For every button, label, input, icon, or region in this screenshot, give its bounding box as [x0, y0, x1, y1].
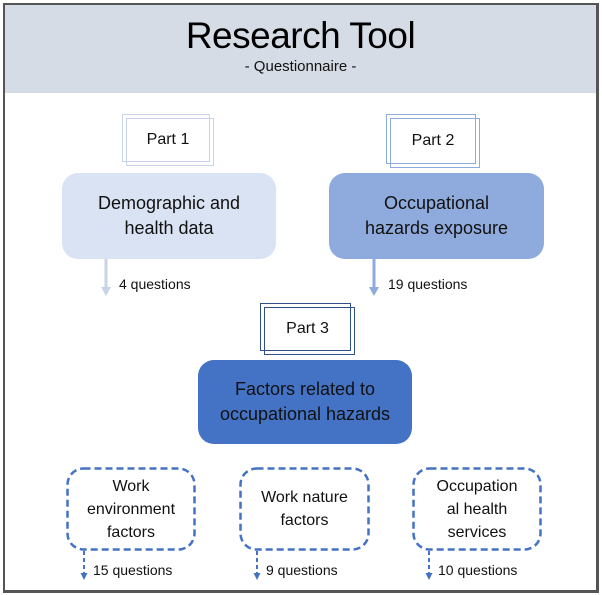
- subfactor-work-nature: Work nature factors: [239, 467, 370, 551]
- subfactor-1-question-count: 15 questions: [93, 562, 173, 578]
- part-1-question-count: 4 questions: [119, 276, 191, 292]
- subfactor-3-line: services: [447, 523, 507, 541]
- part-2-box: Occupational hazards exposure: [329, 173, 544, 259]
- part-1-box: Demographic and health data: [62, 173, 276, 259]
- part-2-title-line: Occupational: [383, 193, 490, 213]
- part-1-title-line: Demographic and: [97, 193, 241, 213]
- part-2-question-count: 19 questions: [388, 276, 468, 292]
- part-3-title-line: occupational hazards: [219, 404, 391, 424]
- header-band: Research Tool - Questionnaire -: [5, 5, 596, 93]
- part-1-label-box: Part 1: [122, 114, 214, 166]
- part-3-box: Factors related to occupational hazards: [198, 360, 412, 444]
- subfactor-work-environment: Work environment factors: [66, 467, 196, 551]
- diagram-subtitle: - Questionnaire -: [244, 58, 357, 75]
- part-3-title-line: Factors related to: [234, 379, 376, 399]
- subfactor-1-arrow-icon: [80, 551, 88, 580]
- subfactor-2-line: Work nature: [261, 489, 348, 506]
- part-1-title-line: health data: [124, 218, 214, 238]
- subfactor-3-line: Occupation: [436, 477, 518, 495]
- subfactor-occupational-health-services: Occupation al health services: [412, 467, 542, 551]
- part-1-arrow-icon: [101, 259, 111, 296]
- part-2-title-line: hazards exposure: [364, 218, 509, 238]
- diagram-frame: Research Tool - Questionnaire -: [3, 3, 599, 593]
- part-2-label: Part 2: [411, 132, 455, 149]
- subfactor-1-line: environment: [86, 500, 176, 518]
- subfactor-3-arrow-icon: [425, 551, 433, 580]
- subfactor-2-question-count: 9 questions: [266, 562, 338, 578]
- diagram-title: Research Tool: [185, 15, 416, 56]
- subfactor-2-arrow-icon: [253, 551, 261, 580]
- part-3-label: Part 3: [286, 320, 329, 337]
- part-2-label-box: Part 2: [386, 114, 480, 168]
- subfactor-2-line: factors: [280, 512, 329, 529]
- subfactor-3-line: al health: [446, 500, 508, 518]
- subfactor-1-line: Work: [112, 477, 150, 495]
- part-3-label-box: Part 3: [260, 303, 355, 355]
- part-1-label: Part 1: [146, 131, 190, 148]
- subfactor-3-question-count: 10 questions: [438, 562, 518, 578]
- part-2-arrow-icon: [369, 259, 379, 296]
- subfactor-1-line: factors: [106, 523, 155, 541]
